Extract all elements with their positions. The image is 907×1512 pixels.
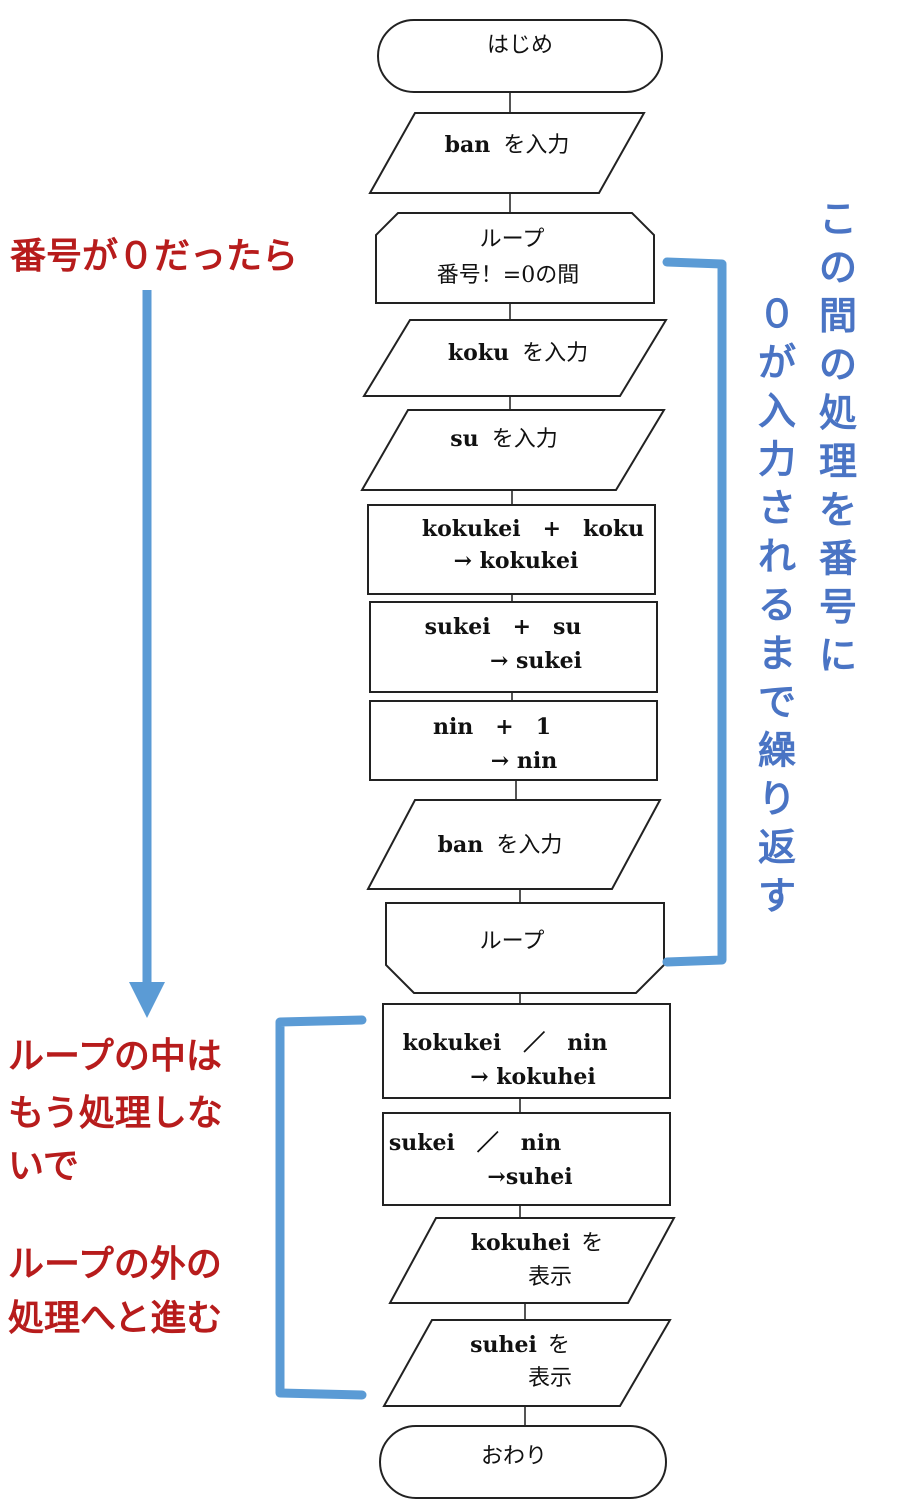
input-ban-1-var: ban [445,132,491,158]
repeat-vertical-annotation: この間の処理を番号に ０が入力されるまで繰り返す [758,197,857,918]
loop-end-label: ループ [480,929,545,954]
vertical-char: を [819,488,857,532]
end-terminal: おわり [379,1425,667,1499]
process-nin-node: nin + 1 → nin [369,700,658,781]
output-kokuhei-node: kokuhei を 表示 [388,1217,676,1304]
vertical-char: 処 [819,391,857,435]
svg-text:su を入力: su を入力 [450,426,557,452]
start-label: はじめ [487,33,553,58]
vertical-char: 入 [758,389,796,433]
input-ban-2-var: ban [438,832,484,858]
vertical-char: 繰 [758,729,796,773]
loop-skip-annotation: ループの中は もう処理しな いで [8,1036,223,1187]
output-suhei-text: を [548,1333,570,1358]
process-kokuhei-line2: → kokuhei [470,1064,596,1090]
vertical-char: さ [758,486,796,530]
input-koku-text: を入力 [522,341,588,366]
vertical-char: ま [758,632,796,676]
svg-text:suhei を: suhei を [470,1332,570,1358]
vertical-char: 号 [819,585,857,629]
vertical-char: れ [758,535,796,579]
vertical-char: る [758,583,796,627]
process-sukei-line1: sukei + su [425,614,582,640]
loop-end-node: ループ [385,902,665,994]
after-loop-bracket [275,1015,367,1400]
output-suhei-node: suhei を 表示 [382,1319,672,1407]
vertical-char: で [758,680,796,724]
input-ban-2-text: を入力 [496,833,562,858]
process-kokuhei-line1: kokukei ／ nin [402,1030,607,1056]
start-terminal: はじめ [377,19,663,93]
loop-start-node: ループ 番号！=0の間 [375,212,655,304]
end-label: おわり [481,1444,547,1469]
vertical-char: こ [819,197,857,241]
vertical-char: 番 [819,537,857,581]
input-ban-1-text: を入力 [503,133,569,158]
loop-range-bracket [662,257,727,967]
vertical-char: 間 [819,294,857,338]
loop-condition-label: 番号！=0の間 [437,263,579,288]
loop-exit-annotation: ループの外の 処理へと進む [8,1244,222,1339]
process-kokuhei-node: kokukei ／ nin → kokuhei [382,1003,671,1099]
process-kokukei-node: kokukei + koku → kokukei [367,504,656,595]
vertical-char: の [819,246,857,290]
repeat-annotation-column-2: ０ が入力されるまで繰り返す [758,292,796,918]
vertical-char: の [819,343,857,387]
process-suhei-line2: →suhei [487,1164,572,1190]
vertical-char: 力 [758,438,796,482]
input-koku-node: koku を入力 [362,319,668,397]
output-kokuhei-var: kokuhei [471,1230,571,1256]
svg-text:いで: いで [8,1146,79,1187]
process-suhei-line1: sukei ／ nin [389,1130,561,1156]
input-ban-node-1: ban を入力 [368,112,646,194]
svg-text:kokuhei を: kokuhei を [471,1230,604,1256]
loop-start-label: ループ [480,227,545,252]
process-nin-line2: → nin [491,748,557,774]
input-su-node: su を入力 [360,409,666,491]
input-su-text: を入力 [492,427,558,452]
process-kokukei-line1: kokukei + koku [422,516,644,542]
process-suhei-node: sukei ／ nin →suhei [382,1112,671,1206]
output-suhei-line2: 表示 [528,1366,572,1391]
output-kokuhei-text: を [581,1231,603,1256]
process-sukei-node: sukei + su → sukei [369,601,658,693]
input-ban-node-2: ban を入力 [366,799,662,890]
repeat-annotation-column-1: この間の処理を番号に [819,197,857,678]
process-sukei-line2: → sukei [490,648,582,674]
process-nin-line1: nin + 1 [433,714,551,740]
vertical-char: が [758,341,796,385]
vertical-char: す [758,874,796,918]
vertical-char: 返 [758,826,796,870]
svg-text:ban を入力: ban を入力 [438,832,563,858]
vertical-char: に [819,634,857,678]
svg-text:もう処理しな: もう処理しな [8,1093,223,1134]
svg-text:ban を入力: ban を入力 [445,132,570,158]
svg-text:koku を入力: koku を入力 [448,340,588,366]
connectors [509,92,526,1426]
vertical-char: り [758,777,796,821]
skip-loop-arrow [129,290,165,1018]
zero-condition-annotation: 番号が０だったら [10,236,298,277]
svg-text:ループの中は: ループの中は [8,1036,222,1077]
vertical-char: ０ [758,292,796,336]
svg-text:処理へと進む: 処理へと進む [8,1298,222,1339]
svg-text:ループの外の: ループの外の [8,1244,222,1285]
process-kokukei-line2: → kokukei [454,548,579,574]
input-su-var: su [450,426,478,452]
vertical-char: 理 [819,440,857,484]
input-koku-var: koku [448,340,509,366]
output-suhei-var: suhei [470,1332,537,1358]
output-kokuhei-line2: 表示 [528,1265,572,1290]
